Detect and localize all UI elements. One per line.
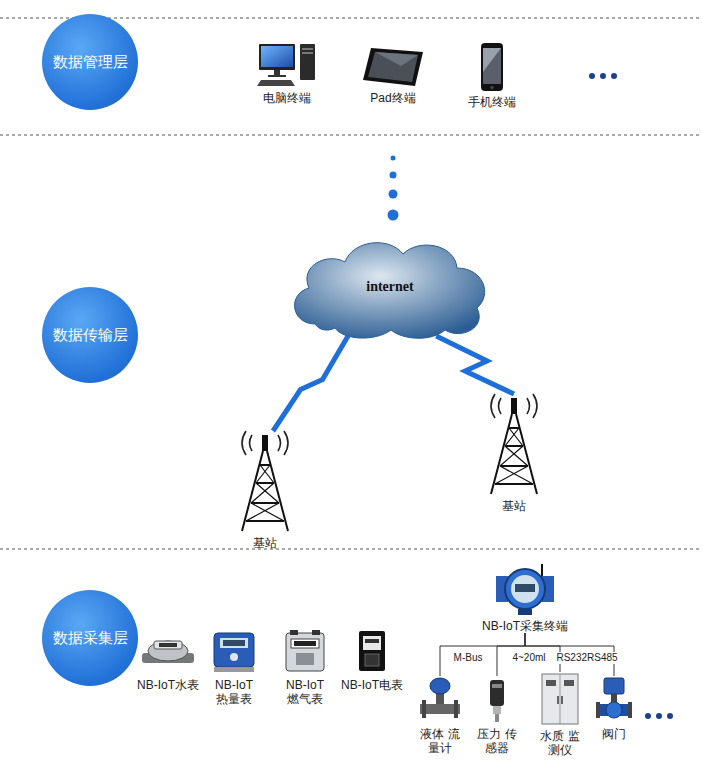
device-label: NB-IoT电表 [341, 678, 403, 692]
term-icon [490, 562, 560, 616]
device-node: 手机终端 [468, 42, 516, 109]
gas-drawing [282, 627, 328, 675]
layer-name: 数据传输层 [53, 326, 128, 344]
pad-drawing [361, 46, 425, 88]
flow-icon [418, 676, 462, 724]
valve-drawing [594, 676, 634, 724]
computer-drawing [257, 40, 317, 88]
device-node: NB-IoT 燃气表 [279, 627, 331, 706]
device-label: NB-IoT采集终端 [482, 619, 568, 633]
device-label: 压力 传感器 [477, 727, 517, 755]
gas-icon [282, 627, 328, 675]
bus-label: M-Bus [453, 652, 484, 664]
wireless-bolt [436, 336, 514, 394]
tower-drawing [230, 425, 300, 533]
device-label: Pad终端 [370, 91, 415, 105]
tower-drawing [479, 388, 549, 496]
device-label: 阀门 [602, 727, 626, 741]
device-node: 液体 流量计 [418, 676, 462, 755]
device-node: 电脑终端 [257, 40, 317, 105]
quality-drawing [538, 672, 582, 726]
water-icon [140, 627, 196, 675]
device-label: 手机终端 [468, 95, 516, 109]
wireless-bolt [273, 336, 348, 431]
device-label: NB-IoT 热量表 [208, 678, 260, 706]
computer-icon [257, 40, 317, 88]
device-node: 阀门 [594, 676, 634, 741]
bus-label: 4~20ml [511, 652, 546, 664]
device-label: 水质 监测仪 [540, 729, 580, 757]
water-drawing [140, 627, 196, 675]
device-label: NB-IoT 燃气表 [279, 678, 331, 706]
vertical-dots [388, 156, 399, 221]
phone-drawing [479, 42, 505, 92]
device-node: 基站 [479, 388, 549, 513]
device-node: NB-IoT水表 [137, 627, 199, 692]
flow-drawing [418, 676, 462, 724]
phone-icon [479, 42, 505, 92]
heat-icon [211, 627, 257, 675]
layer-circle: 数据传输层 [42, 287, 138, 383]
tower-icon [479, 388, 549, 496]
device-label: 基站 [502, 499, 526, 513]
layer-circle: 数据管理层 [42, 14, 138, 110]
layer-circle: 数据采集层 [42, 590, 138, 686]
device-node: 基站 [230, 425, 300, 550]
internet-cloud: internet [285, 232, 495, 342]
layer-name: 数据采集层 [53, 629, 128, 647]
device-label: NB-IoT水表 [137, 678, 199, 692]
valve-icon [594, 676, 634, 724]
device-node: Pad终端 [361, 46, 425, 105]
device-label: 电脑终端 [263, 91, 311, 105]
tower-icon [230, 425, 300, 533]
elec-drawing [357, 627, 387, 675]
device-label: 液体 流量计 [420, 727, 460, 755]
bus-label: RS232RS485 [555, 652, 618, 664]
pad-icon [361, 46, 425, 88]
quality-icon [538, 672, 582, 726]
device-node: 水质 监测仪 [538, 672, 582, 757]
device-node: NB-IoT电表 [341, 627, 403, 692]
ellipsis-dots [589, 73, 673, 719]
cloud-label: internet [366, 280, 413, 294]
elec-icon [357, 627, 387, 675]
press-icon [482, 676, 512, 724]
device-label: 基站 [253, 536, 277, 550]
heat-drawing [211, 627, 257, 675]
device-node: 压力 传感器 [477, 676, 517, 755]
layer-name: 数据管理层 [53, 53, 128, 71]
term-drawing [490, 562, 560, 616]
press-drawing [482, 676, 512, 724]
device-node: NB-IoT 热量表 [208, 627, 260, 706]
device-node: NB-IoT采集终端 [482, 562, 568, 633]
